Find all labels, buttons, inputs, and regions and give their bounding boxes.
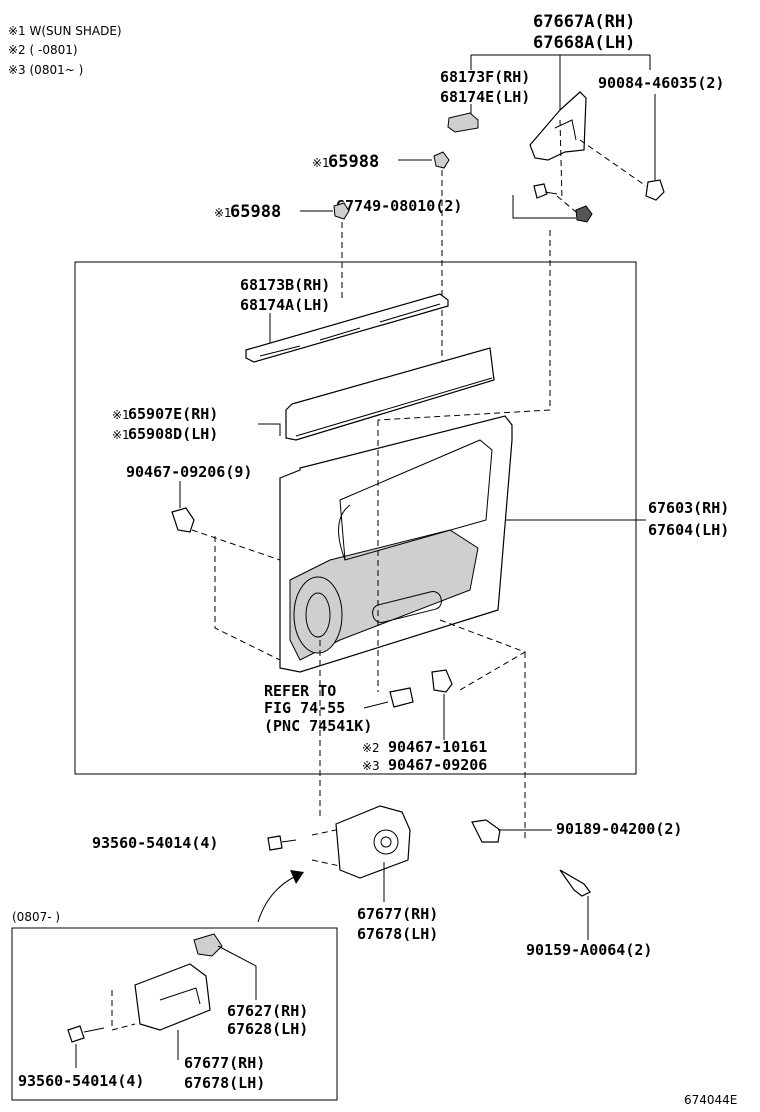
callout-67749-08010[interactable]: 67749-08010(2)	[336, 197, 462, 215]
callout-68174a[interactable]: 68174A(LH)	[240, 296, 330, 314]
callout-67604[interactable]: 67604(LH)	[648, 521, 729, 539]
refer-line-1: REFER TO	[264, 682, 336, 700]
callout-67668a[interactable]: 67668A(LH)	[533, 33, 635, 53]
inside-handle-bezel-part[interactable]	[335, 805, 411, 879]
callout-68174e[interactable]: 68174E(LH)	[440, 88, 530, 106]
callout-90467-09206[interactable]: 90467-09206	[388, 756, 487, 774]
mark-65908d: ※1	[112, 428, 130, 442]
callout-93560-54014-b[interactable]: 93560-54014(4)	[18, 1072, 144, 1090]
clip-68173f-part[interactable]	[447, 112, 479, 133]
callout-67667a[interactable]: 67667A(RH)	[533, 12, 635, 32]
clip-65988-lower-part[interactable]	[333, 202, 350, 220]
inset-screw-part[interactable]	[67, 1025, 85, 1043]
callout-90467-10161[interactable]: 90467-10161	[388, 738, 487, 756]
mark-90467-10161: ※2	[362, 741, 380, 755]
mark-65988-upper: ※1	[312, 156, 330, 170]
callout-65988-upper[interactable]: 65988	[328, 152, 379, 172]
callout-68173b[interactable]: 68173B(RH)	[240, 276, 330, 294]
refer-line-3: (PNC 74541K)	[264, 717, 372, 735]
mark-65988-lower: ※1	[214, 206, 232, 220]
clip-67749-part[interactable]	[575, 205, 593, 223]
callout-67678-b[interactable]: 67678(LH)	[184, 1074, 265, 1092]
callout-90159-a0064[interactable]: 90159-A0064(2)	[526, 941, 652, 959]
callout-67678-a[interactable]: 67678(LH)	[357, 925, 438, 943]
note-1: ※1 W(SUN SHADE)	[8, 24, 122, 38]
screw-90159-part[interactable]	[559, 869, 591, 897]
inset-note: (0807- )	[12, 910, 60, 924]
callout-65988-lower[interactable]: 65988	[230, 202, 281, 222]
callout-67627[interactable]: 67627(RH)	[227, 1002, 308, 1020]
callout-67603[interactable]: 67603(RH)	[648, 499, 729, 517]
figure-code: 674044E	[684, 1093, 737, 1107]
main-assembly-frame	[74, 261, 637, 775]
note-2: ※2 ( -0801)	[8, 43, 78, 57]
clip-90189-part[interactable]	[471, 819, 501, 843]
callout-67677-b[interactable]: 67677(RH)	[184, 1054, 265, 1072]
inset-frame	[11, 927, 338, 1101]
callout-65907e[interactable]: 65907E(RH)	[128, 405, 218, 423]
inset-handle-lever-part[interactable]	[193, 933, 223, 957]
door-handle-recess	[293, 576, 343, 654]
callout-68173f[interactable]: 68173F(RH)	[440, 68, 530, 86]
callout-65908d[interactable]: 65908D(LH)	[128, 425, 218, 443]
handle-bezel-ref-part[interactable]	[389, 687, 414, 708]
refer-line-2[interactable]: FIG 74-55	[264, 699, 345, 717]
inset-handle-bezel-part[interactable]	[134, 963, 211, 1031]
arrow-head	[290, 870, 304, 884]
mark-90467-09206: ※3	[362, 759, 380, 773]
screw-93560-a-part[interactable]	[267, 835, 283, 851]
clip-90467-09206-part[interactable]	[171, 507, 195, 533]
screw-67749-part[interactable]	[533, 183, 548, 199]
callout-67628[interactable]: 67628(LH)	[227, 1020, 308, 1038]
clip-65988-upper-part[interactable]	[433, 151, 450, 169]
weatherstrip-68173b-part[interactable]	[245, 293, 449, 363]
clip-90084-part[interactable]	[645, 179, 665, 201]
door-garnish-part[interactable]	[529, 91, 587, 161]
callout-90189-04200[interactable]: 90189-04200(2)	[556, 820, 682, 838]
notes-legend: ※1 W(SUN SHADE) ※2 ( -0801) ※3 (0801~ )	[8, 24, 122, 77]
callout-67677-a[interactable]: 67677(RH)	[357, 905, 438, 923]
note-3: ※3 (0801~ )	[8, 63, 83, 77]
callout-90467-09206-9[interactable]: 90467-09206(9)	[126, 463, 252, 481]
mark-65907e: ※1	[112, 408, 130, 422]
callout-90084-46035[interactable]: 90084-46035(2)	[598, 74, 724, 92]
clip-90467-10161-part[interactable]	[431, 669, 453, 693]
garnish-panel-65907e-part[interactable]	[285, 347, 495, 441]
callout-93560-54014-a[interactable]: 93560-54014(4)	[92, 834, 218, 852]
